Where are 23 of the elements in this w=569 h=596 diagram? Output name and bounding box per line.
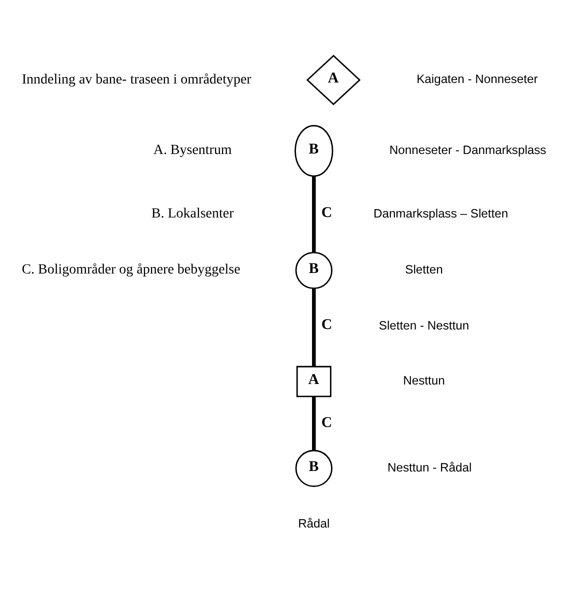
label: Kaigaten - Nonneseter: [416, 72, 538, 86]
edge-label: C: [321, 414, 332, 431]
label: C. Boligområder og åpnere bebyggelse: [22, 262, 240, 278]
label: Inndeling av bane- traseen i områdetyper: [22, 72, 252, 87]
edge-label: C: [321, 204, 332, 220]
node-diamond: A: [306, 54, 361, 105]
label: Danmarksplass – Sletten: [373, 206, 508, 220]
label: Sletten: [405, 262, 443, 276]
label: Nonneseter - Danmarksplass: [389, 142, 546, 157]
label: Nesttun: [403, 373, 445, 388]
connector: [312, 176, 316, 252]
label: A. Bysentrum: [153, 142, 232, 158]
connector: [312, 288, 316, 366]
label: Sletten - Nesttun: [378, 318, 470, 332]
node-circle: B: [295, 449, 332, 486]
connector: [312, 396, 316, 450]
label: B. Lokalsenter: [151, 206, 234, 222]
node-ellipse: B: [294, 124, 334, 176]
node-circle: B: [295, 251, 332, 289]
label: Nesttun - Rådal: [388, 460, 472, 474]
node-label: Rådal: [298, 516, 330, 530]
edge-label: C: [321, 316, 332, 333]
node-box: A: [296, 365, 332, 397]
